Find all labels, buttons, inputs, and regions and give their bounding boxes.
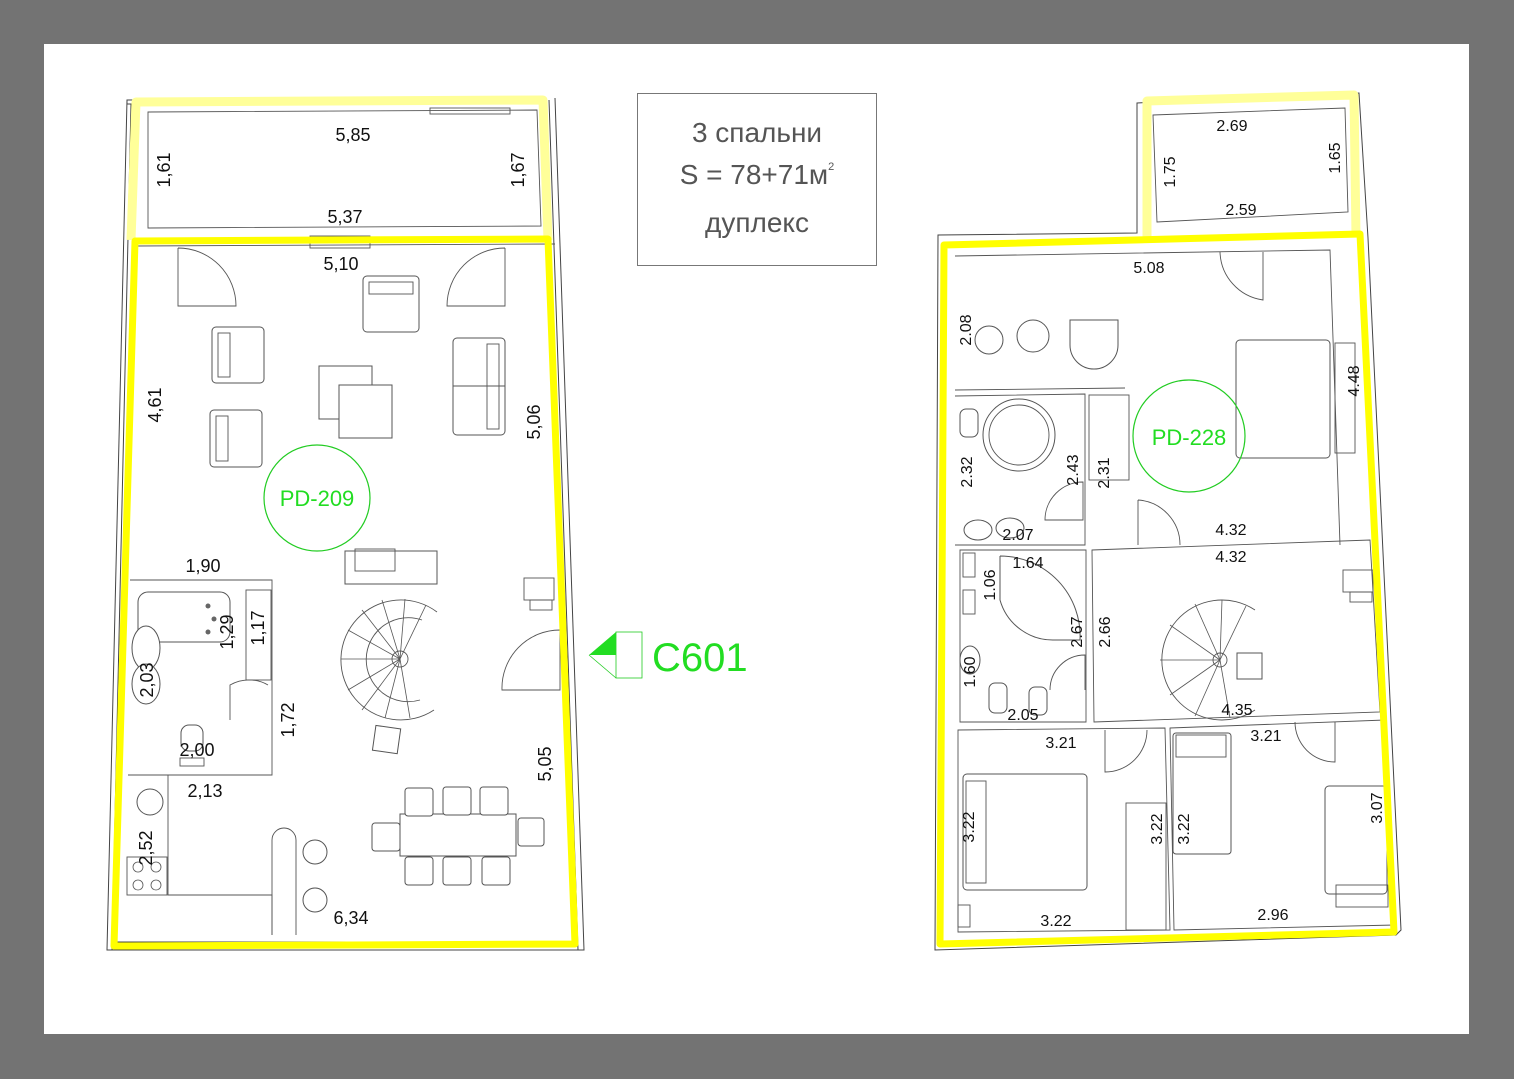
dim: 3.07	[1369, 792, 1386, 823]
dim: 1,90	[185, 556, 220, 576]
dim: 4.32	[1215, 522, 1246, 539]
dim: 3.21	[1045, 735, 1076, 752]
spiral-staircase	[340, 598, 438, 721]
section-marker-icon	[588, 631, 643, 679]
area-value: S = 78+71м	[679, 159, 829, 190]
room-tag-pd-209: PD-209	[280, 486, 355, 511]
apartment-info-box: 3 спальни S = 78+71м2 дуплекс	[637, 93, 877, 266]
dim: 1.75	[1162, 156, 1179, 187]
dim: 2.32	[959, 456, 976, 487]
dim: 5.08	[1133, 260, 1164, 277]
dim: 2,03	[137, 662, 157, 697]
spiral-staircase	[1160, 599, 1256, 721]
armchair	[211, 326, 265, 384]
left-floor-plan: PD-209 5,85 1,61 1,67 5,37 5,10 4,61 5,0…	[106, 95, 585, 951]
dim: 3.22	[961, 811, 978, 842]
dim: 5,10	[323, 254, 358, 274]
dim: 3.21	[1250, 728, 1281, 745]
bedrooms-label: 3 спальни	[691, 117, 823, 148]
dim: 5,05	[535, 746, 555, 781]
section-marker-label: C601	[652, 636, 748, 680]
dim: 2.43	[1065, 454, 1082, 485]
dim: 5,37	[327, 207, 362, 227]
dim: 5,85	[335, 125, 370, 145]
dim: 2.69	[1216, 118, 1247, 135]
right-floor-plan: PD-228 2.69 1.75 1.65 2.59 5.08 2.08 4.4…	[934, 90, 1402, 951]
dim: 2.67	[1069, 616, 1086, 647]
dim: 2,52	[136, 830, 156, 865]
dim: 2.08	[958, 314, 975, 345]
sofa	[452, 337, 506, 436]
room-tag-pd-228: PD-228	[1152, 425, 1227, 450]
dim: 2,13	[187, 781, 222, 801]
dim: 1.06	[982, 569, 999, 600]
dim: 2.07	[1002, 527, 1033, 544]
dim: 1.60	[962, 656, 979, 687]
dim: 2.66	[1097, 616, 1114, 647]
dim: 1,67	[508, 152, 528, 187]
dim: 1,72	[278, 702, 298, 737]
area-label: S = 78+71м2	[638, 150, 876, 192]
dim: 3.22	[1149, 813, 1166, 844]
area-unit-sup: 2	[828, 161, 835, 173]
dim: 1,29	[217, 614, 237, 649]
dim: 4.35	[1221, 702, 1252, 719]
dim: 2.05	[1007, 707, 1038, 724]
type-label: дуплекс	[705, 207, 809, 238]
dim: 5,06	[524, 404, 544, 439]
dim: 6,34	[333, 908, 368, 928]
dim: 2.96	[1257, 907, 1288, 924]
dim: 1,61	[154, 152, 174, 187]
dim: 4,61	[145, 387, 165, 422]
dim: 1.65	[1327, 142, 1344, 173]
dim: 2.59	[1225, 202, 1256, 219]
dim: 4.32	[1215, 549, 1246, 566]
dim: 2,00	[179, 740, 214, 760]
dim: 3.22	[1040, 913, 1071, 930]
dim: 3.22	[1176, 813, 1193, 844]
dim: 4.48	[1346, 365, 1363, 396]
armchair	[209, 409, 263, 468]
armchair	[362, 275, 420, 333]
dim: 2.31	[1096, 457, 1113, 488]
dim: 1,17	[248, 610, 268, 645]
dim: 1.64	[1012, 555, 1043, 572]
